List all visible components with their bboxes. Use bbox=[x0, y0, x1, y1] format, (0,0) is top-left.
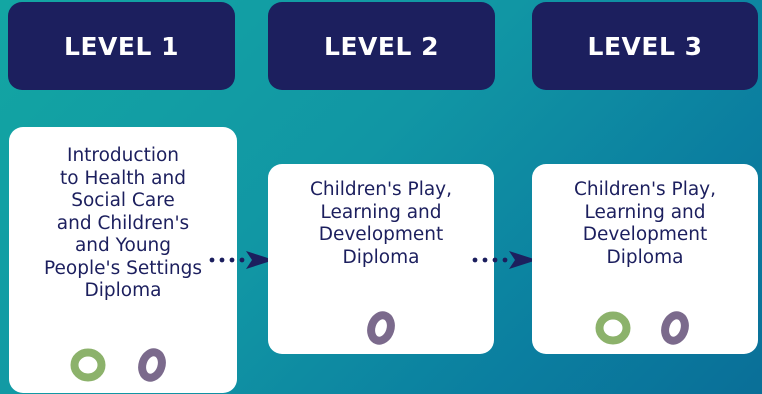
green-ring-icon bbox=[70, 348, 106, 382]
progression-arrow-2 bbox=[472, 251, 537, 269]
progression-arrow-1 bbox=[209, 251, 274, 269]
level-3-header: LEVEL 3 bbox=[532, 2, 758, 90]
level-2-header: LEVEL 2 bbox=[268, 2, 495, 90]
level-3-card: Children's Play, Learning and Developmen… bbox=[532, 164, 758, 354]
level-2-qualification: Children's Play, Learning and Developmen… bbox=[309, 179, 453, 268]
level-2-card: Children's Play, Learning and Developmen… bbox=[268, 164, 494, 354]
purple-ring-icon bbox=[138, 348, 166, 382]
level-1-header: LEVEL 1 bbox=[8, 2, 235, 90]
purple-ring-icon bbox=[367, 311, 395, 345]
purple-ring-icon bbox=[661, 311, 689, 345]
level-1-qualification: Introduction to Health and Social Care a… bbox=[44, 145, 202, 301]
level-1-card: Introduction to Health and Social Care a… bbox=[9, 127, 237, 393]
level-3-qualification: Children's Play, Learning and Developmen… bbox=[573, 179, 717, 268]
green-ring-icon bbox=[595, 311, 631, 345]
